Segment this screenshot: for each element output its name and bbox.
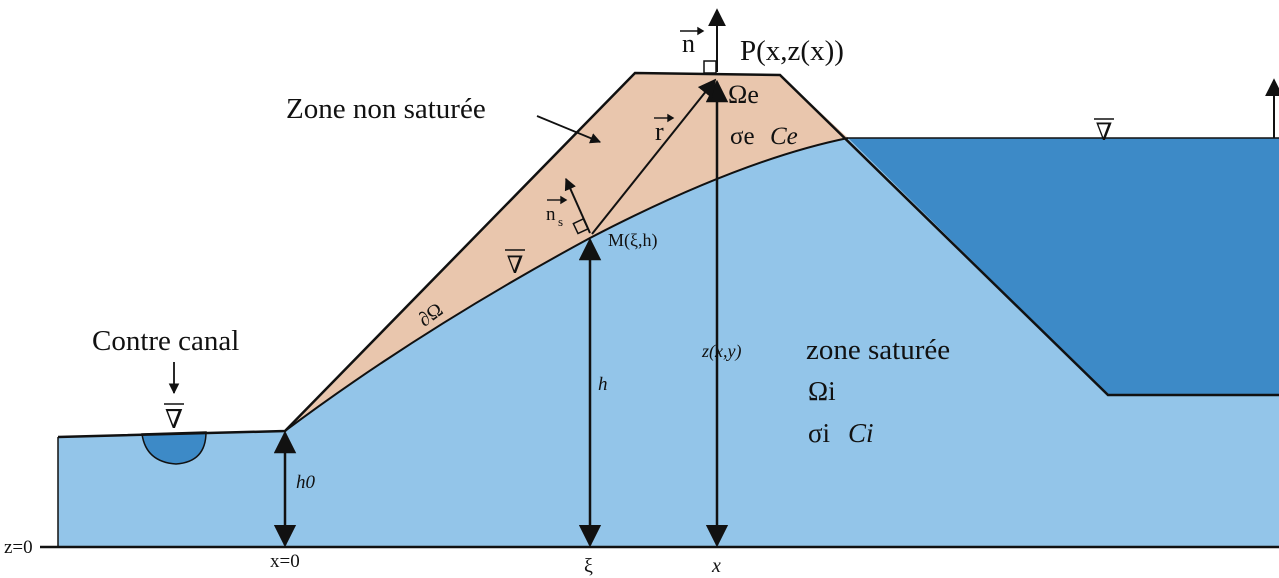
water-level-canal: ∇ bbox=[165, 405, 183, 434]
vector-overbars bbox=[547, 26, 705, 205]
label-z-xy: z(x,y) bbox=[701, 341, 741, 362]
right-angle-mark-p bbox=[703, 60, 717, 74]
saturated-zone bbox=[58, 138, 1279, 547]
label-xi: ξ bbox=[584, 555, 593, 577]
reservoir-water bbox=[848, 138, 1279, 395]
embankment-outline bbox=[57, 71, 1279, 439]
label-point-p: P(x,z(x)) bbox=[740, 35, 844, 67]
right-angle-mark-m bbox=[572, 217, 589, 235]
label-omega-e: Ωe bbox=[728, 80, 759, 109]
water-level-symbols bbox=[164, 118, 1114, 405]
label-h0: h0 bbox=[296, 472, 316, 493]
label-vector-n: n bbox=[682, 29, 695, 58]
label-c-i: Ci bbox=[848, 418, 874, 448]
label-c-e: Ce bbox=[770, 123, 798, 150]
label-z0: z=0 bbox=[4, 537, 33, 558]
label-point-m: M(ξ,h) bbox=[608, 230, 658, 251]
water-level-reservoir: ∇ bbox=[1096, 120, 1113, 146]
label-sigma-e: σe bbox=[730, 123, 755, 150]
zone-non-saturee-pointer bbox=[536, 115, 601, 144]
contre-canal-water bbox=[141, 431, 207, 465]
label-sigma-i: σi bbox=[808, 418, 830, 448]
label-zone-non-saturee: Zone non saturée bbox=[286, 93, 486, 125]
label-omega-i: Ωi bbox=[808, 376, 836, 406]
label-vector-ns: n bbox=[546, 204, 556, 225]
label-vector-ns-sub: s bbox=[558, 214, 563, 229]
position-vector-r bbox=[591, 78, 717, 235]
label-x0: x=0 bbox=[270, 551, 300, 572]
label-contre-canal: Contre canal bbox=[92, 325, 239, 357]
label-vector-r: r bbox=[655, 117, 664, 146]
label-x: x bbox=[711, 555, 721, 577]
label-h: h bbox=[598, 374, 608, 395]
water-level-phreatic: ∇ bbox=[507, 253, 524, 279]
label-zone-saturee: zone saturée bbox=[806, 334, 950, 366]
